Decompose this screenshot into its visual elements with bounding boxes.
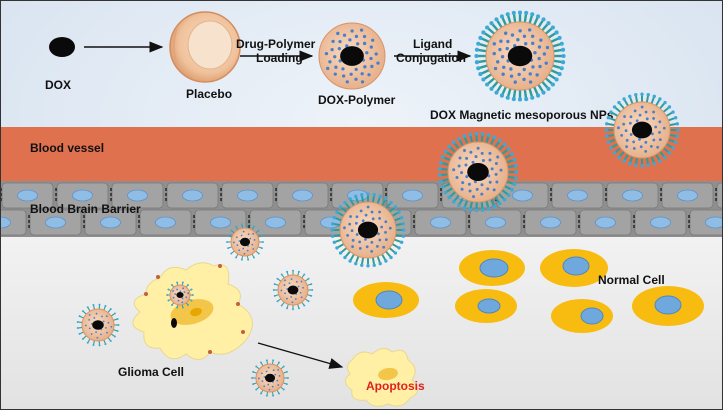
nanoparticle-near-glioma: [251, 359, 289, 397]
apoptosis-label: Apoptosis: [366, 379, 425, 393]
dox-drug-icon: [49, 37, 75, 57]
magnetic-nanoparticle-main: [474, 10, 566, 102]
placebo-polymer-icon: [169, 11, 241, 83]
placebo-label: Placebo: [186, 87, 232, 101]
loading-label-line1: Drug-Polymer: [236, 37, 316, 51]
nanoparticle-near-glioma: [226, 223, 264, 261]
blood-vessel-label: Blood vessel: [30, 141, 104, 155]
normal-cell-label: Normal Cell: [598, 273, 665, 287]
ligand-label-line2: Conjugation: [396, 51, 466, 65]
bbb-label: Blood Brain Barrier: [30, 202, 141, 216]
nanoparticle-near-glioma: [166, 281, 194, 309]
glioma-cell-label: Glioma Cell: [118, 365, 184, 379]
magnetic-nps-label: DOX Magnetic mesoporous NPs: [430, 108, 614, 122]
dox-label: DOX: [45, 78, 71, 92]
dox-polymer-label: DOX-Polymer: [318, 93, 396, 107]
blood-vessel-band: [0, 127, 723, 181]
nanoparticle-near-glioma: [272, 269, 314, 311]
glioma-cell: [132, 262, 253, 360]
endothelial-cells: [0, 182, 723, 236]
ligand-label-line1: Ligand: [413, 37, 452, 51]
nanoparticle-crossing-barrier: [330, 192, 406, 268]
dox-polymer-particle: [318, 22, 386, 90]
apoptotic-cell: [345, 348, 418, 407]
nanoparticle-near-glioma: [76, 303, 120, 347]
nanoparticle-crossing-vessel: [437, 131, 519, 213]
arrow-to-apoptosis: [257, 342, 344, 369]
normal-cells: [353, 249, 704, 333]
loading-label-line2: Loading: [256, 51, 303, 65]
nanoparticle-in-vessel: [604, 92, 680, 168]
